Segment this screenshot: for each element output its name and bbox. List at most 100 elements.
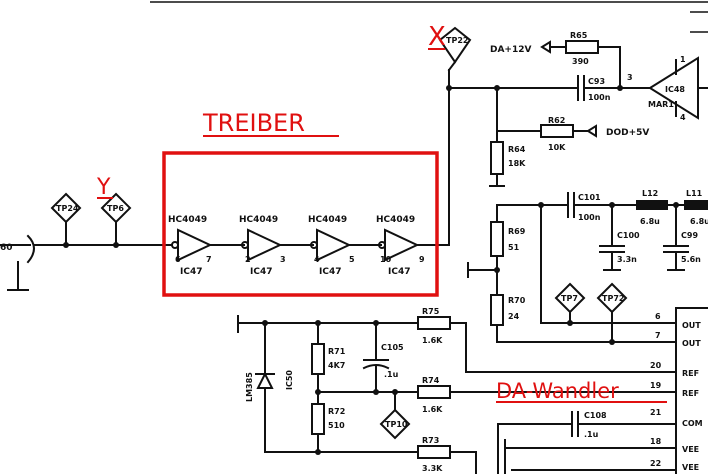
svg-text:20: 20 bbox=[650, 361, 662, 370]
svg-text:TP22: TP22 bbox=[446, 36, 468, 45]
svg-text:C93: C93 bbox=[588, 77, 605, 86]
supply-arrow bbox=[540, 40, 551, 54]
svg-text:4K7: 4K7 bbox=[328, 361, 345, 370]
svg-text:1: 1 bbox=[680, 55, 686, 64]
svg-text:C99: C99 bbox=[681, 231, 698, 240]
svg-text:10: 10 bbox=[380, 255, 392, 264]
svg-text:L11: L11 bbox=[686, 189, 703, 198]
svg-text:9: 9 bbox=[419, 255, 425, 264]
inverter: HC4049 4 5 IC47 bbox=[308, 215, 382, 277]
svg-text:COM: COM bbox=[682, 419, 703, 428]
svg-text:.1u: .1u bbox=[384, 370, 399, 379]
junction-dot bbox=[617, 85, 623, 91]
svg-text:24: 24 bbox=[508, 312, 520, 321]
ic48-pin-in: 3 bbox=[627, 73, 633, 82]
svg-text:1.6K: 1.6K bbox=[422, 405, 443, 414]
svg-text:TP72: TP72 bbox=[602, 294, 624, 303]
svg-text:C105: C105 bbox=[381, 343, 404, 352]
svg-text:R65: R65 bbox=[570, 31, 588, 40]
svg-text:R74: R74 bbox=[422, 376, 440, 385]
testpoint-tp72: TP72 bbox=[596, 282, 628, 343]
inverter: HC4049 6 7 IC47 bbox=[168, 215, 245, 277]
svg-text:51: 51 bbox=[508, 243, 520, 252]
svg-text:R64: R64 bbox=[508, 145, 526, 154]
resistor-r69: R69 51 bbox=[490, 221, 526, 296]
svg-text:HC4049: HC4049 bbox=[376, 215, 415, 225]
annotation-treiber: TREIBER bbox=[202, 109, 305, 137]
connector-label: 60 bbox=[0, 243, 13, 253]
svg-text:OUT: OUT bbox=[682, 321, 701, 330]
svg-text:TP7: TP7 bbox=[561, 294, 578, 303]
input-connector: 60 bbox=[0, 234, 35, 291]
testpoint-tp7: TP7 bbox=[554, 282, 586, 324]
svg-text:REF: REF bbox=[682, 389, 699, 398]
resistor-r70: R70 24 bbox=[490, 294, 677, 343]
capacitor-c108: C108 .1u bbox=[571, 411, 677, 439]
annotation-x: X bbox=[428, 22, 446, 52]
inverter-chain: HC4049 6 7 IC47 HC4049 2 3 IC47 HC4049 4… bbox=[168, 215, 450, 277]
svg-text:R71: R71 bbox=[328, 347, 346, 356]
testpoint-tp24: TP24 bbox=[50, 192, 82, 246]
svg-text:18K: 18K bbox=[508, 159, 526, 168]
capacitor-c99: C99 5.6n bbox=[663, 204, 701, 271]
svg-text:6: 6 bbox=[655, 312, 661, 321]
svg-text:2: 2 bbox=[245, 255, 251, 264]
svg-text:21: 21 bbox=[650, 408, 662, 417]
svg-text:7: 7 bbox=[655, 331, 661, 340]
svg-text:100n: 100n bbox=[578, 213, 601, 222]
svg-text:C100: C100 bbox=[617, 231, 640, 240]
svg-text:R69: R69 bbox=[508, 227, 526, 236]
svg-text:22: 22 bbox=[650, 459, 661, 468]
svg-text:C101: C101 bbox=[578, 193, 601, 202]
svg-text:HC4049: HC4049 bbox=[168, 215, 207, 225]
capacitor-c93: C93 100n bbox=[577, 75, 651, 102]
svg-text:HC4049: HC4049 bbox=[308, 215, 347, 225]
capacitor-c101: C101 100n bbox=[567, 192, 637, 222]
svg-text:19: 19 bbox=[650, 381, 662, 390]
testpoint-tp22: TP22 bbox=[438, 26, 472, 72]
svg-text:R73: R73 bbox=[422, 436, 439, 445]
testpoint-tp10: TP10 bbox=[379, 391, 411, 440]
svg-text:L12: L12 bbox=[642, 189, 658, 198]
svg-text:3: 3 bbox=[280, 255, 286, 264]
junction-dot bbox=[373, 389, 379, 395]
resistor-r72: R72 510 bbox=[311, 403, 345, 453]
annotation-da-wandler: DA-Wandler bbox=[496, 379, 619, 403]
capacitor-c105: C105 .1u bbox=[362, 322, 404, 393]
svg-text:R75: R75 bbox=[422, 307, 440, 316]
svg-text:.1u: .1u bbox=[584, 430, 599, 439]
svg-text:4: 4 bbox=[314, 255, 320, 264]
svg-text:100n: 100n bbox=[588, 93, 611, 102]
svg-text:IC47: IC47 bbox=[180, 267, 202, 277]
svg-text:TP6: TP6 bbox=[107, 204, 124, 213]
svg-text:4: 4 bbox=[680, 113, 686, 122]
svg-text:REF: REF bbox=[682, 369, 699, 378]
svg-text:10K: 10K bbox=[548, 143, 566, 152]
svg-text:TP10: TP10 bbox=[385, 420, 408, 429]
svg-text:18: 18 bbox=[650, 437, 662, 446]
amplifier-ic48: IC48 MAR1 1 4 bbox=[648, 55, 708, 122]
junction-dot bbox=[494, 267, 500, 273]
svg-text:MAR1: MAR1 bbox=[648, 100, 674, 109]
resistor-r62: R62 10K bbox=[496, 116, 597, 152]
svg-text:6: 6 bbox=[175, 255, 181, 264]
svg-text:5: 5 bbox=[349, 255, 355, 264]
resistor-r73: R73 3.3K bbox=[417, 436, 477, 474]
svg-text:C108: C108 bbox=[584, 411, 607, 420]
svg-text:3.3n: 3.3n bbox=[617, 255, 637, 264]
svg-text:IC50: IC50 bbox=[285, 370, 294, 390]
junction-dot bbox=[392, 389, 398, 395]
junction-dot bbox=[315, 449, 321, 455]
svg-text:3.3K: 3.3K bbox=[422, 464, 443, 473]
svg-text:IC47: IC47 bbox=[388, 267, 410, 277]
inverter: HC4049 10 9 IC47 bbox=[376, 215, 450, 277]
svg-text:VEE: VEE bbox=[682, 445, 699, 454]
inductor-l11: L11 6.8u bbox=[684, 189, 708, 226]
svg-text:HC4049: HC4049 bbox=[239, 215, 278, 225]
reference-diode-lm385: LM385 IC50 bbox=[245, 322, 294, 453]
resistor-r75: R75 1.6K bbox=[417, 307, 677, 373]
svg-text:TP24: TP24 bbox=[56, 204, 79, 213]
testpoint-tp6: TP6 bbox=[100, 192, 132, 246]
svg-text:6.8u: 6.8u bbox=[690, 217, 708, 226]
